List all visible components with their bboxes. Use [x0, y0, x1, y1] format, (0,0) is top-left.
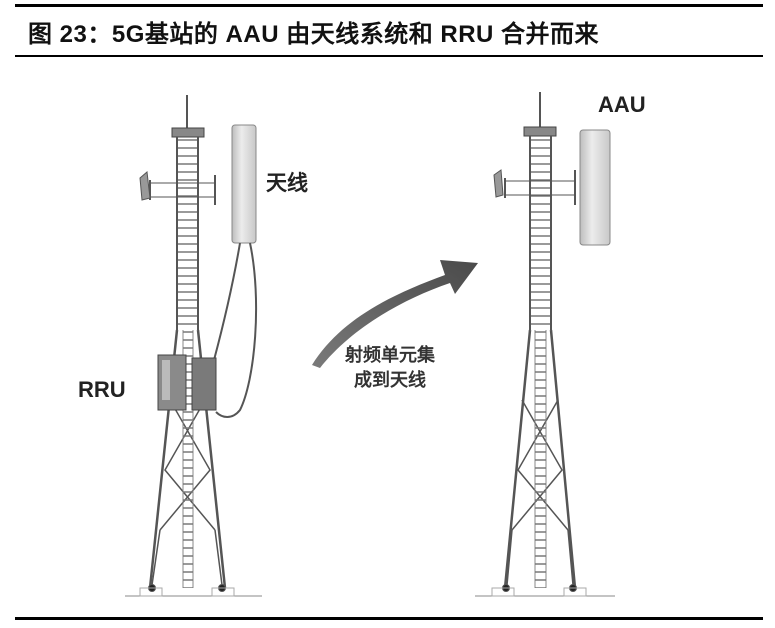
top-rule	[15, 4, 763, 7]
aau-label: AAU	[598, 92, 646, 117]
transition-arrow	[312, 260, 478, 368]
title-underline	[15, 55, 763, 57]
arrow-caption-line2: 成到天线	[354, 370, 426, 390]
feeder-cables	[213, 242, 258, 418]
right-tower	[475, 92, 615, 597]
arrow-caption: 射频单元集 成到天线	[345, 343, 435, 393]
figure-title: 图 23：5G基站的 AAU 由天线系统和 RRU 合并而来	[28, 21, 600, 48]
rru-unit	[157, 354, 217, 411]
left-tower	[125, 95, 262, 597]
aau-panel	[579, 129, 611, 246]
bottom-rule	[15, 617, 763, 620]
arrow-caption-line1: 射频单元集	[345, 345, 435, 365]
antenna-label: 天线	[266, 172, 308, 195]
antenna-panel	[231, 124, 257, 244]
rru-label: RRU	[78, 377, 126, 402]
figure-diagram	[125, 92, 615, 597]
